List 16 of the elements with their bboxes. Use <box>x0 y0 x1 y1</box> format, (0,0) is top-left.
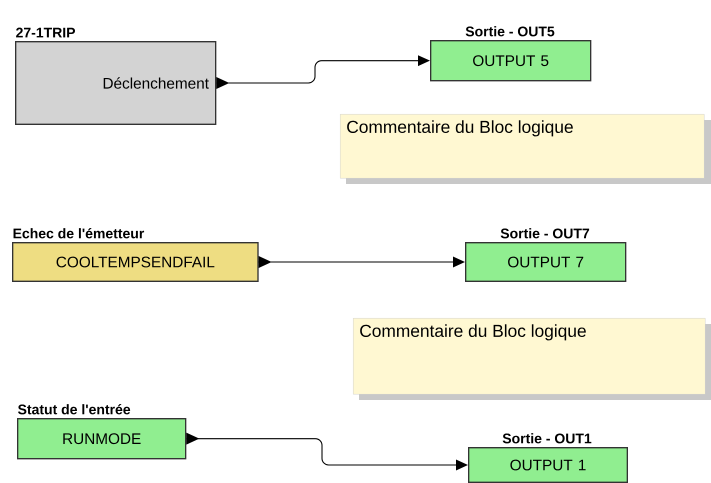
input-box: COOLTEMPSENDFAIL <box>12 242 259 282</box>
output-box: OUTPUT 7 <box>465 242 626 282</box>
block-title: Echec de l'émetteur <box>14 228 144 238</box>
block-title: Sortie - OUT1 <box>502 433 592 444</box>
comment-text: Commentaire du Bloc logique <box>347 120 573 136</box>
comment-box <box>340 114 704 178</box>
input-box: RUNMODE <box>17 418 186 460</box>
comment-text: Commentaire du Bloc logique <box>360 324 586 340</box>
output-box: OUTPUT 5 <box>430 40 592 82</box>
block-title: 27-1TRIP <box>16 28 76 38</box>
comment-box <box>353 318 706 394</box>
logic-block: Déclenchement <box>15 41 216 125</box>
block-title: Sortie - OUT5 <box>466 26 554 36</box>
output-box: OUTPUT 1 <box>468 447 628 483</box>
block-title: Sortie - OUT7 <box>500 228 590 238</box>
block-title: Statut de l'entrée <box>18 404 130 414</box>
